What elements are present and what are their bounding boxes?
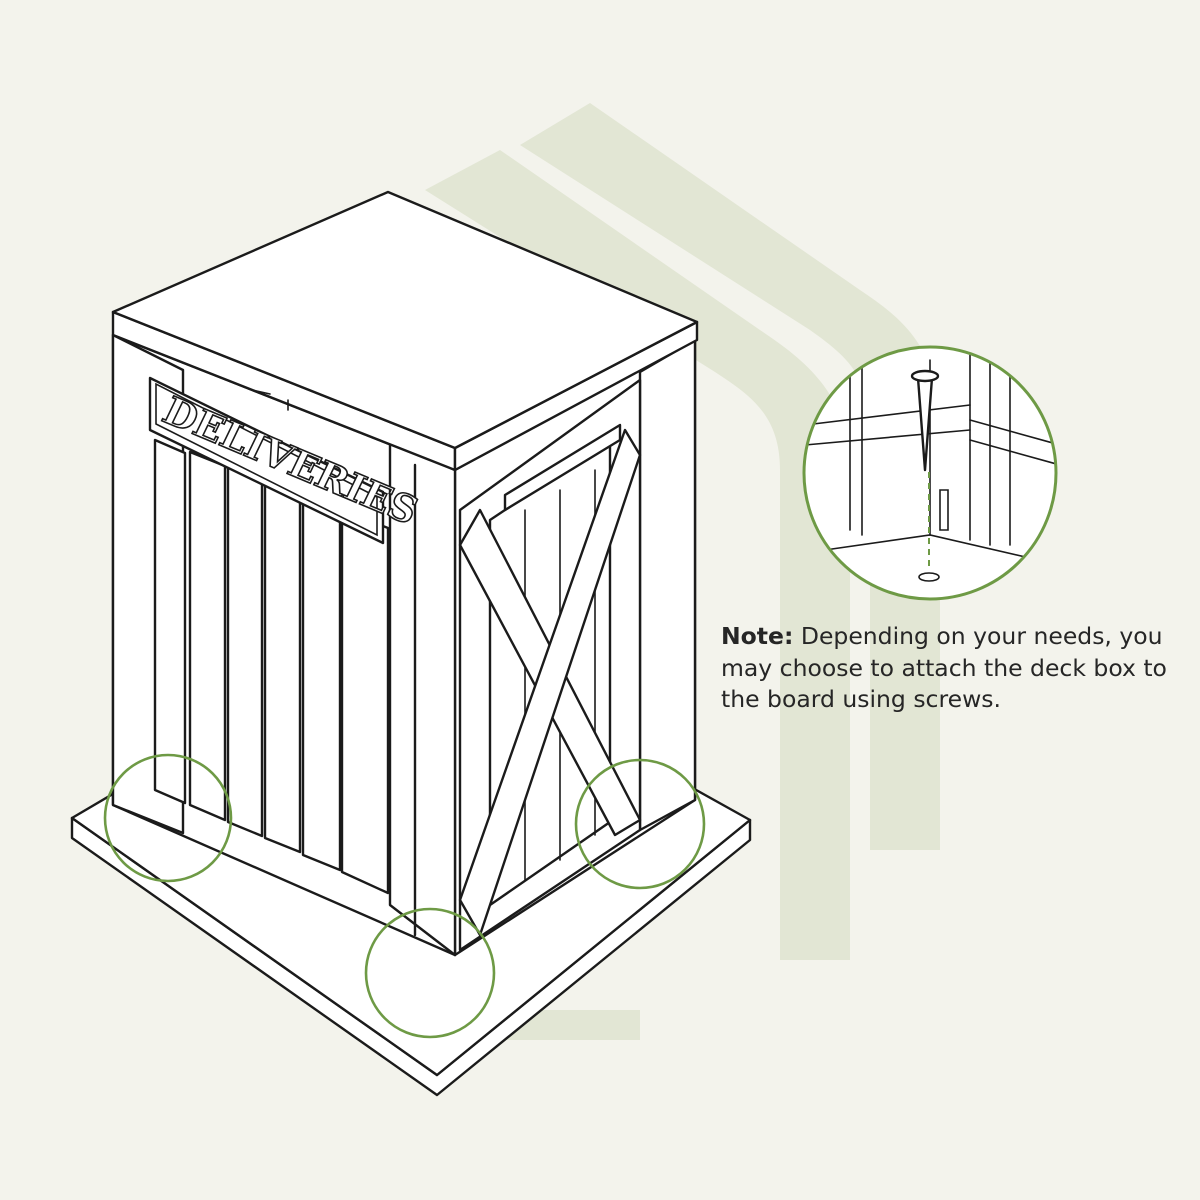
note-body: Depending on your needs, you may choose … bbox=[721, 622, 1167, 713]
highlight-circle-left bbox=[103, 753, 233, 883]
brand-watermark-icon bbox=[425, 103, 940, 1040]
note-text: Note: Depending on your needs, you may c… bbox=[721, 621, 1191, 716]
foot-highlight-circles bbox=[103, 753, 706, 1039]
highlight-circle-right bbox=[574, 758, 706, 890]
note-label: Note: bbox=[721, 622, 794, 650]
box-lid bbox=[111, 190, 699, 472]
screw-detail-callout-icon bbox=[802, 345, 1058, 601]
deck-box: DELIVERIES bbox=[111, 190, 699, 957]
side-cross-brace bbox=[458, 378, 642, 952]
front-planks bbox=[153, 438, 390, 895]
highlight-circle-front bbox=[364, 907, 496, 1039]
